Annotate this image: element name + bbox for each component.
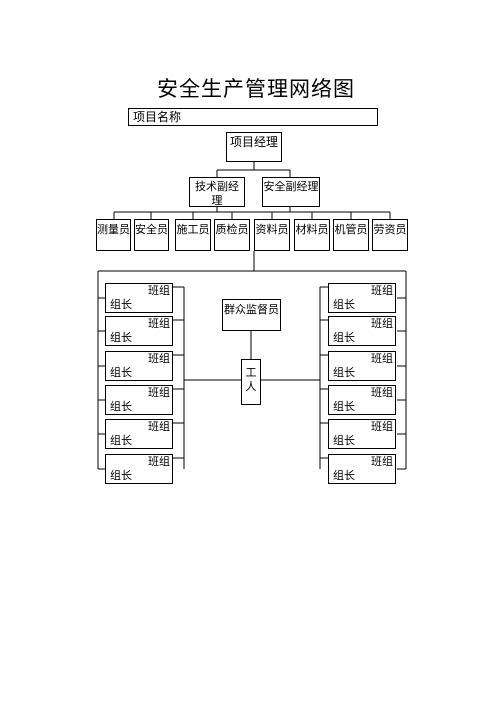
public-supervisor-box: 群众监督员: [222, 299, 281, 331]
team-leader-label: 组长: [110, 400, 132, 413]
right-team-box: 班组 组长: [328, 385, 396, 415]
left-team-box: 班组 组长: [105, 385, 173, 415]
team-leader-label: 组长: [333, 434, 355, 447]
technical-deputy-manager-box: 技术副经理: [189, 177, 245, 207]
team-label: 班组: [371, 284, 393, 297]
team-label: 班组: [148, 352, 170, 365]
left-team-box: 班组 组长: [105, 283, 173, 313]
left-team-box: 班组 组长: [105, 419, 173, 449]
staff-documentation-officer-box: 资料员: [254, 219, 290, 251]
team-leader-label: 组长: [110, 469, 132, 482]
left-team-box: 班组 组长: [105, 351, 173, 381]
right-team-box: 班组 组长: [328, 283, 396, 313]
team-label: 班组: [148, 317, 170, 330]
staff-machinery-officer-box: 机管员: [333, 219, 369, 251]
team-label: 班组: [148, 455, 170, 468]
team-label: 班组: [371, 455, 393, 468]
team-label: 班组: [371, 386, 393, 399]
project-manager-box: 项目经理: [226, 132, 282, 162]
right-team-box: 班组 组长: [328, 351, 396, 381]
safety-deputy-manager-box: 安全副经理: [262, 177, 320, 207]
staff-quality-inspector-box: 质检员: [214, 219, 250, 251]
team-leader-label: 组长: [110, 366, 132, 379]
staff-construction-officer-box: 施工员: [175, 219, 211, 251]
left-team-box: 班组 组长: [105, 316, 173, 346]
team-label: 班组: [371, 317, 393, 330]
team-label: 班组: [371, 352, 393, 365]
worker-box: 工人: [241, 359, 261, 405]
team-leader-label: 组长: [333, 366, 355, 379]
team-leader-label: 组长: [110, 298, 132, 311]
right-team-box: 班组 组长: [328, 316, 396, 346]
team-leader-label: 组长: [110, 331, 132, 344]
worker-label: 工人: [245, 366, 257, 393]
team-label: 班组: [371, 420, 393, 433]
page-title: 安全生产管理网络图: [157, 77, 355, 101]
right-team-box: 班组 组长: [328, 419, 396, 449]
staff-materials-officer-box: 材料员: [294, 219, 330, 251]
team-leader-label: 组长: [333, 400, 355, 413]
team-leader-label: 组长: [333, 331, 355, 344]
left-team-box: 班组 组长: [105, 454, 173, 484]
project-name-box: 项目名称: [128, 108, 378, 126]
team-leader-label: 组长: [110, 434, 132, 447]
team-label: 班组: [148, 386, 170, 399]
team-leader-label: 组长: [333, 298, 355, 311]
team-label: 班组: [148, 284, 170, 297]
right-team-box: 班组 组长: [328, 454, 396, 484]
staff-safety-officer-box: 安全员: [134, 219, 169, 251]
team-label: 班组: [148, 420, 170, 433]
team-leader-label: 组长: [333, 469, 355, 482]
staff-surveyor-box: 测量员: [96, 219, 131, 251]
staff-labor-officer-box: 劳资员: [372, 219, 408, 251]
